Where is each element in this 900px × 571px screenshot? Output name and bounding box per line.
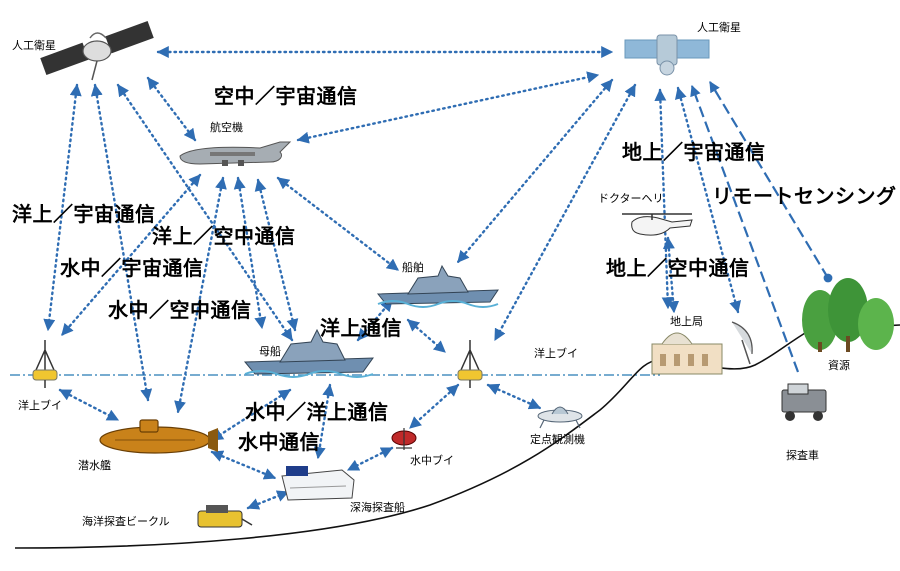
remote-sensing-lines: [690, 81, 833, 373]
link-label-ground-space: 地上／宇宙通信: [622, 140, 766, 164]
fixed-observer-icon: [537, 406, 583, 429]
satellite-right-icon: [624, 34, 710, 76]
link-label-air-space: 空中／宇宙通信: [214, 84, 358, 108]
link-label-ground-air: 地上／空中通信: [606, 256, 750, 280]
label-ground-station: 地上局: [670, 315, 703, 328]
label-satellite-left: 人工衛星: [12, 39, 56, 52]
label-ship: 船舶: [402, 261, 424, 274]
buoy-right-icon: [457, 340, 483, 388]
ship-icon: [376, 264, 499, 308]
resource-forest-icon: [802, 278, 894, 352]
mother-ship-icon: [243, 328, 374, 378]
ocean-vehicle-icon: [197, 505, 253, 528]
underwater-buoy-icon: [391, 428, 417, 450]
link-label-ocean: 洋上通信: [320, 316, 402, 340]
link-label-underwater-space: 水中／宇宙通信: [60, 256, 204, 280]
dish-antenna-icon: [731, 321, 753, 365]
label-deep-sea-vessel: 深海探査船: [350, 501, 405, 514]
aircraft-icon: [179, 141, 292, 166]
label-aircraft: 航空機: [210, 121, 243, 134]
link-label-ocean-air: 洋上／空中通信: [152, 224, 296, 248]
explore-vehicle-icon: [781, 383, 827, 421]
label-ocean-vehicle: 海洋探査ビークル: [82, 515, 170, 528]
label-buoy-left: 洋上ブイ: [18, 399, 62, 412]
seabed-terrain: [14, 324, 900, 549]
label-satellite-right: 人工衛星: [697, 21, 741, 34]
link-label-underwater-ocean: 水中／洋上通信: [245, 400, 389, 424]
label-doctor-heli: ドクターヘリ: [598, 192, 664, 205]
label-submarine: 潜水艦: [78, 459, 111, 472]
label-resource: 資源: [828, 359, 850, 372]
link-label-ocean-space: 洋上／宇宙通信: [12, 202, 156, 226]
label-underwater-buoy: 水中ブイ: [410, 454, 454, 467]
satellite-left-icon: [40, 21, 154, 81]
dotted-links: [43, 46, 742, 510]
submarine-icon: [99, 419, 218, 454]
label-explore-vehicle: 探査車: [786, 449, 819, 462]
doctor-heli-icon: [622, 213, 693, 236]
ground-station-icon: [651, 332, 723, 375]
buoy-left-icon: [32, 340, 58, 388]
label-buoy-right: 洋上ブイ: [534, 347, 578, 360]
link-label-underwater-air: 水中／空中通信: [108, 298, 252, 322]
link-label-remote-sensing: リモートセンシング: [712, 184, 897, 208]
label-mother-ship: 母船: [259, 345, 281, 358]
deep-sea-vessel-icon: [281, 466, 355, 501]
link-label-underwater: 水中通信: [238, 430, 320, 454]
label-fixed-observer: 定点観測機: [530, 433, 585, 446]
